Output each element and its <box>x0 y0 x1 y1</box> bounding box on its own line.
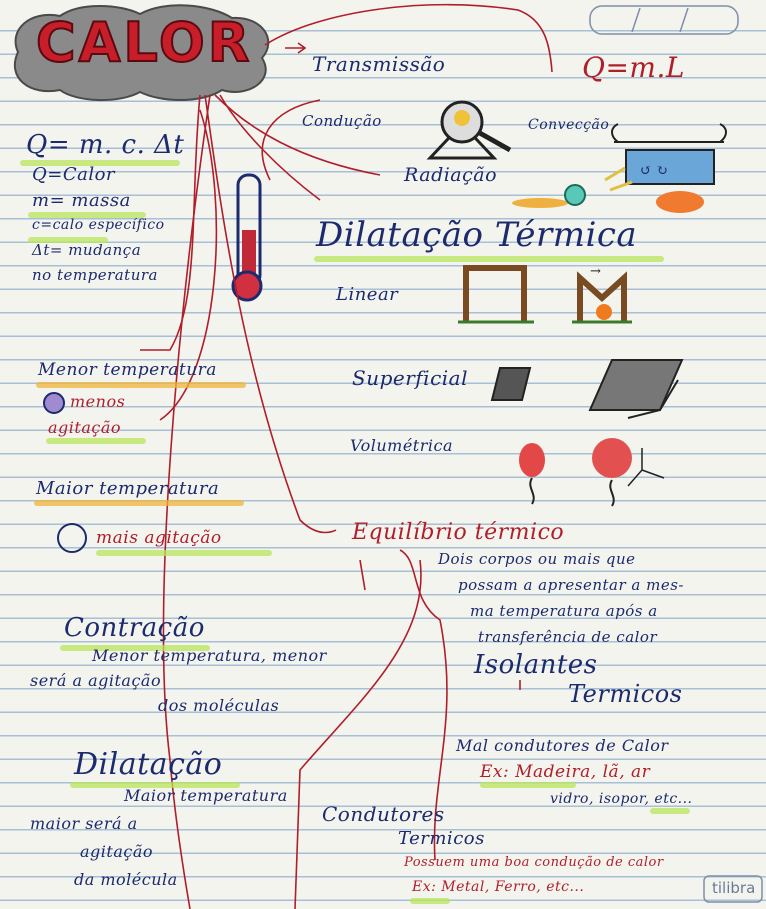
conductors-description: Possuem uma boa condução de calor <box>404 855 664 870</box>
insulator-examples: Ex: Madeira, lã, ar <box>480 762 651 782</box>
page-title: CALOR <box>35 11 253 74</box>
conductors-subtitle: Termicos <box>398 828 485 849</box>
conduction-drawing <box>426 100 512 160</box>
radiation-drawing <box>512 166 704 213</box>
surface-dilation-drawing <box>490 359 684 419</box>
dilation-line-1: Maior temperatura <box>124 786 288 805</box>
more-agitation-label: mais agitação <box>96 528 222 548</box>
linear-dilation-drawing: → <box>458 264 632 324</box>
bad-conductors-label: Mal condutores de Calor <box>456 736 669 755</box>
brand-logo: tilibra <box>712 879 756 897</box>
fast-molecule-icon <box>57 523 87 553</box>
contraction-line-3: dos moléculas <box>158 696 280 715</box>
brand-box <box>703 875 763 903</box>
superficial-label: Superficial <box>352 366 468 390</box>
dilation-line-2: maior será a <box>30 814 138 833</box>
definition-m: m= massa <box>32 190 131 211</box>
higher-temperature-label: Maior temperatura <box>36 478 220 499</box>
contraction-title: Contração <box>64 613 205 643</box>
thermometer-drawing <box>231 173 263 302</box>
conductors-title: Condutores <box>322 802 445 826</box>
lower-temperature-label: Menor temperatura <box>38 360 217 380</box>
thermal-equilibrium-title: Equilíbrio térmico <box>352 520 565 545</box>
definition-c: c=calo específico <box>32 217 165 233</box>
dilation-line-3: agitação <box>80 842 153 861</box>
definition-q: Q=Calor <box>32 164 116 185</box>
volumetric-dilation-drawing <box>519 438 665 507</box>
date-box <box>589 5 739 35</box>
latent-heat-formula: Q=m.L <box>582 51 685 84</box>
convection-label: Convecção <box>528 117 610 133</box>
thermal-dilation-title: Dilatação Térmica <box>316 215 638 255</box>
dilation-title: Dilatação <box>74 747 223 782</box>
radiation-label: Radiação <box>404 164 498 186</box>
insulators-title: Isolantes <box>474 650 598 680</box>
agitation-label: agitação <box>48 418 121 437</box>
linear-label: Linear <box>336 284 399 305</box>
equilibrium-line-1: Dois corpos ou mais que <box>438 550 636 568</box>
insulator-examples-2: vidro, isopor, etc... <box>550 791 693 807</box>
equilibrium-line-3: ma temperatura após a <box>470 602 658 620</box>
less-label: menos <box>70 392 126 411</box>
conductor-examples: Ex: Metal, Ferro, etc... <box>412 879 585 895</box>
definition-dt: Δt= mudança <box>32 241 142 259</box>
contraction-line-2: será a agitação <box>30 671 162 690</box>
cloud-shape <box>13 4 270 101</box>
heat-formula: Q= m. c. Δt <box>26 130 185 160</box>
convection-drawing: ↺ ↻ <box>611 123 727 185</box>
svg-text:↺ ↻: ↺ ↻ <box>640 163 668 179</box>
equilibrium-line-4: transferência de calor <box>478 628 658 646</box>
equilibrium-line-2: possam a apresentar a mes- <box>458 576 684 594</box>
svg-text:→: → <box>590 264 601 279</box>
contraction-line-1: Menor temperatura, menor <box>92 646 327 665</box>
slow-molecule-icon <box>43 392 65 414</box>
conduction-label: Condução <box>302 112 382 130</box>
dilation-line-4: da molécula <box>74 870 178 889</box>
definition-temp: no temperatura <box>32 266 158 284</box>
volumetric-label: Volumétrica <box>350 436 453 455</box>
insulators-subtitle: Termicos <box>568 680 683 708</box>
transmission-label: Transmissão <box>312 52 446 76</box>
